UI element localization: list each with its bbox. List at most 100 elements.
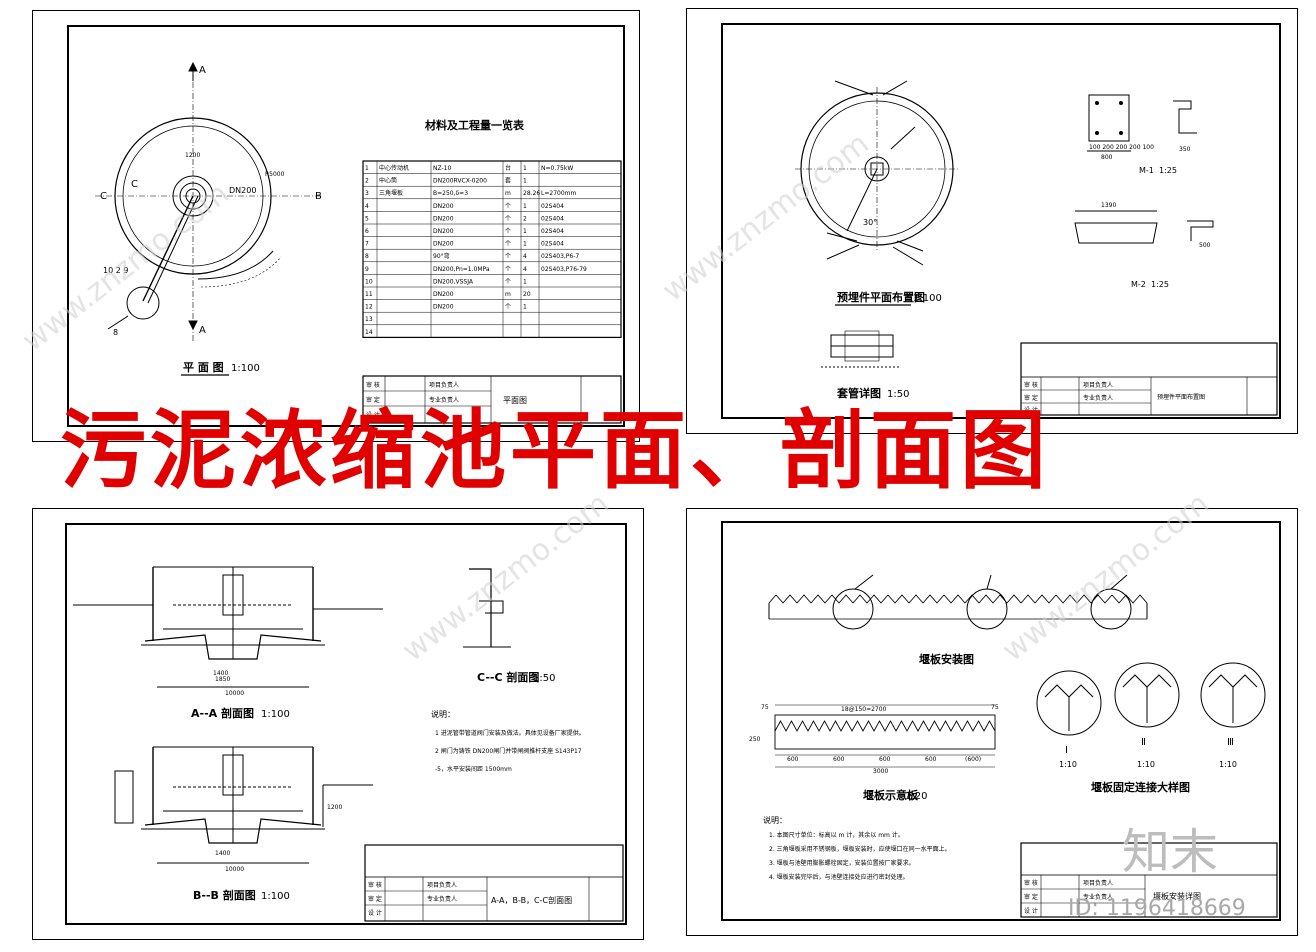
m2-dim-500: 500 xyxy=(1199,242,1211,249)
tb-row-label: 设 计 xyxy=(368,909,382,917)
embedded-plan-caption: 预埋件平面布置图 xyxy=(837,290,925,304)
callout-8: 8 xyxy=(113,328,118,337)
weir-height-dim: 250 xyxy=(749,736,761,743)
m1-scale: 1:25 xyxy=(1159,166,1177,175)
tank-plan xyxy=(95,61,323,341)
section-mark-c-left: C xyxy=(100,191,107,202)
table-cell: 1 xyxy=(523,304,527,311)
drawing-sheet-weir: 堰板安装图 18@150=2700 75 75 250 600 600 600 … xyxy=(686,508,1298,936)
note-line: 1. 本图尺寸单位：标高以 m 计，其余以 mm 计。 xyxy=(769,831,904,839)
weir-plate-scale: 1:20 xyxy=(905,791,927,802)
tb-row-label: 审 定 xyxy=(1024,394,1038,402)
m2-label: M-2 xyxy=(1131,280,1146,289)
dim-1200: 1200 xyxy=(185,152,200,159)
title-block: 审 核 审 定 设 计 项目负责人 专业负责人 平面图 xyxy=(362,375,622,424)
radius-label: R5000 xyxy=(265,171,285,178)
table-cell: 1 xyxy=(523,241,527,248)
table-cell: 02S403,P6-7 xyxy=(541,253,579,260)
tb-row-label: 设 计 xyxy=(1024,907,1038,915)
tb-drawing-name: 堰板安装详图 xyxy=(1153,891,1201,901)
section-mark-a-top: A xyxy=(199,65,206,76)
m1-dim-800: 800 xyxy=(1101,154,1113,161)
table-cell: DN200 xyxy=(433,241,454,248)
drawing-sheet-embedded-parts: 30° 预埋件平面布置图 1:100 套管详图 1:50 100 200 200… xyxy=(686,8,1298,434)
weir-detail-markers xyxy=(832,574,1132,630)
sleeve-detail xyxy=(821,330,901,368)
tb-row-label: 设 计 xyxy=(1024,406,1038,414)
tb-col-label: 项目负责人 xyxy=(427,881,457,889)
dim-1400: 1400 xyxy=(213,670,228,677)
table-cell: L=2700mm xyxy=(541,190,576,197)
section-a-a xyxy=(73,566,383,688)
plan-scale: 1:100 xyxy=(231,363,260,374)
note-line: 3. 堰板与池壁用膨胀螺栓固定，安装位置按厂家要求。 xyxy=(769,859,915,867)
weir-drawing: 堰板安装图 18@150=2700 75 75 250 600 600 600 … xyxy=(749,574,1278,918)
title-block: 审 核 审 定 设 计 项目负责人 专业负责人 堰板安装详图 xyxy=(1020,842,1278,918)
dim-10000: 10000 xyxy=(225,866,244,873)
table-cell: 1 xyxy=(523,178,527,185)
table-cell: 6 xyxy=(365,228,369,235)
note-line: 2. 三角堰板采用不锈钢板，堰板安装时，应使堰口在同一水平面上。 xyxy=(769,845,951,853)
section-c-c xyxy=(463,568,511,648)
tb-row-label: 设 计 xyxy=(366,411,380,419)
notes-title: 说明： xyxy=(763,815,787,825)
table-cell: 中心传动机 xyxy=(379,164,409,172)
detail-scale: 1:10 xyxy=(1219,760,1237,769)
sleeve-detail-caption: 套管详图 xyxy=(837,386,881,400)
table-cell: DN200,Pn=1.0MPa xyxy=(433,266,490,273)
tb-row-label: 审 定 xyxy=(1024,893,1038,901)
plan-caption: 平 面 图 xyxy=(183,361,224,374)
table-cell: 个 xyxy=(505,241,511,248)
table-cell: 10 xyxy=(365,278,373,285)
tb-row-label: 审 定 xyxy=(368,895,382,903)
table-cell: 个 xyxy=(505,304,511,311)
sheet-frame xyxy=(65,523,627,925)
sheet-frame xyxy=(67,25,625,427)
embedded-plate-m1 xyxy=(1087,94,1197,152)
table-cell: 个 xyxy=(505,266,511,273)
pipe-dn-label: DN200 xyxy=(229,186,256,195)
tank-embedded-plan xyxy=(795,80,959,266)
weir-plate xyxy=(774,704,996,768)
table-cell: 4 xyxy=(523,253,527,260)
sections-drawing: 1400 1850 10000 A--A 剖面图 1:100 1400 1000… xyxy=(73,566,624,922)
table-cell: 中心筒 xyxy=(379,177,397,185)
weir-install-caption: 堰板安装图 xyxy=(919,652,974,666)
table-cell: B=250,δ=3 xyxy=(433,190,468,197)
table-cell: 个 xyxy=(505,215,511,222)
table-cell: 1 xyxy=(523,165,527,172)
dim-1850: 1850 xyxy=(215,676,230,683)
table-cell: 4 xyxy=(523,266,527,273)
watermark-brand-logo: 知末 xyxy=(1122,824,1219,880)
section-mark-a-bottom: A xyxy=(199,325,206,336)
sheet-frame xyxy=(721,23,1281,419)
table-cell: 9 xyxy=(365,266,369,273)
weir-part-dim: (600) xyxy=(965,756,981,763)
title-block: 审 核 审 定 设 计 项目负责人 专业负责人 预埋件平面布置图 xyxy=(1020,342,1278,416)
tb-row-label: 审 核 xyxy=(368,881,382,889)
weir-part-dim: 600 xyxy=(833,756,845,763)
detail-numeral: Ⅱ xyxy=(1141,737,1146,748)
tb-row-label: 审 定 xyxy=(366,396,380,404)
connection-details xyxy=(1036,662,1266,736)
tb-col-label: 专业负责人 xyxy=(1083,394,1113,402)
table-cell: 8 xyxy=(365,253,369,260)
m2-dim-1390: 1390 xyxy=(1101,202,1116,209)
weir-plate-caption: 堰板示意板 xyxy=(863,788,919,802)
table-cell: 02S404 xyxy=(541,228,564,235)
section-c-caption: C--C 剖面图 xyxy=(477,670,539,684)
section-b-caption: B--B 剖面图 xyxy=(193,888,256,902)
tb-col-label: 专业负责人 xyxy=(429,396,459,404)
table-cell: 5 xyxy=(365,215,369,222)
callout-numbers: 10 2 9 xyxy=(103,266,128,275)
table-cell: 个 xyxy=(505,228,511,235)
note-line: -5，水平安装间距 1500mm xyxy=(435,765,512,773)
table-cell: 台 xyxy=(505,164,511,172)
watermark-id: ID: 1196418669 xyxy=(1068,896,1246,921)
plan-drawing: A A B C C DN200 1200 R5000 10 2 9 8 平 面 … xyxy=(95,61,622,424)
table-cell: 28.26 xyxy=(523,190,540,197)
tb-row-label: 审 核 xyxy=(1024,879,1038,887)
table-cell: 90°弯 xyxy=(433,252,450,260)
section-mark-c-inner: C xyxy=(131,179,138,190)
